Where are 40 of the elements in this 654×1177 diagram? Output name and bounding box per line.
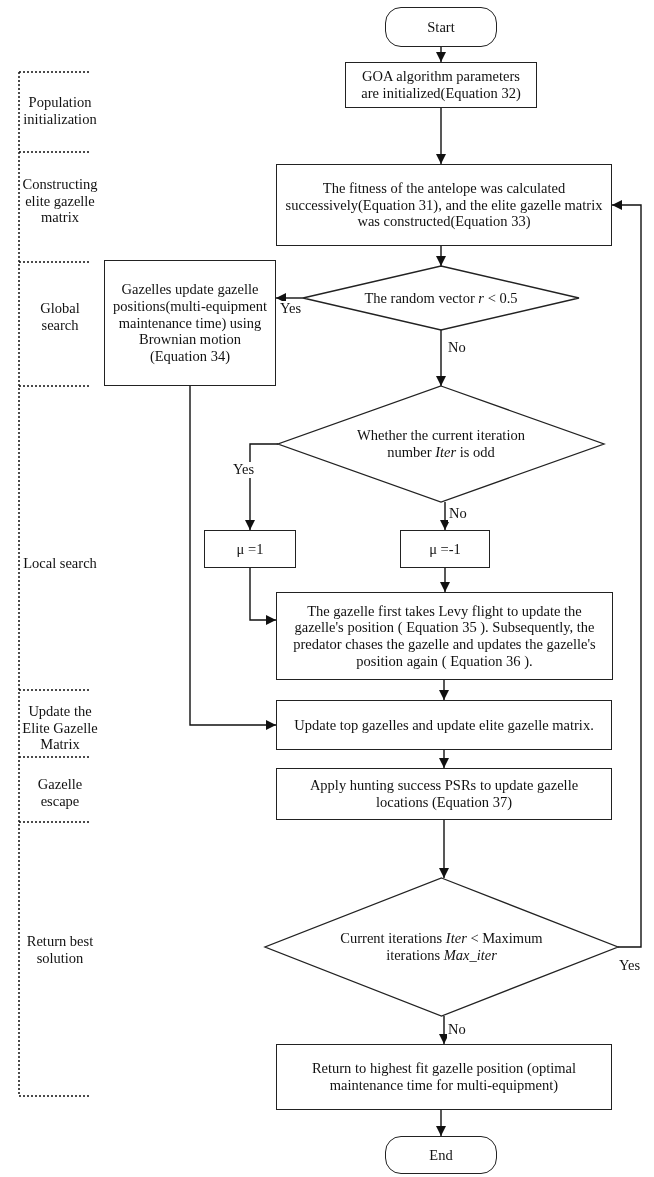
- arrow: [436, 245, 446, 267]
- arrow: [611, 200, 642, 948]
- stage-label: Update the Elite Gazelle Matrix: [21, 703, 99, 753]
- arrow: [245, 443, 279, 531]
- arrow: [436, 46, 446, 63]
- process-box: The gazelle first takes Levy flight to update the gazelle's position ( Equation 35 ). Subsequently, the predator chases the gazelle and updates the gazelle's position again ( Equation 36 ).: [276, 592, 613, 680]
- arrow: [249, 567, 277, 625]
- arrow: [436, 107, 446, 165]
- arrow: [439, 679, 449, 701]
- arrow: [440, 501, 450, 531]
- edge-label: No: [448, 506, 468, 522]
- decision-diamond: Current iterations Iter < Maximum iterations Max_iter: [265, 878, 618, 1016]
- process-box: μ =-1: [400, 530, 490, 568]
- arrow: [275, 293, 304, 303]
- process-box: Gazelles update gazelle positions(multi-equipment maintenance time) using Brownian motion (Equation 34): [104, 260, 276, 386]
- arrow: [436, 329, 446, 387]
- stage-label: Global search: [39, 300, 81, 334]
- process-box: The fitness of the antelope was calculated successively(Equation 31), and the elite gazelle matrix was constructed(Equation 33): [276, 164, 612, 246]
- edge-label: No: [447, 1022, 467, 1038]
- arrow: [439, 749, 449, 769]
- arrow: [440, 567, 450, 593]
- decision-diamond: The random vector r < 0.5: [303, 266, 579, 330]
- arrow: [439, 819, 449, 879]
- arrow: [189, 385, 277, 730]
- arrow: [439, 1015, 449, 1045]
- stage-label: Return best solution: [25, 933, 95, 967]
- stage-label: Population initialization: [22, 94, 98, 128]
- decision-diamond: Whether the current iteration number Iter is odd: [278, 386, 604, 502]
- terminal-box: Start: [385, 7, 497, 47]
- terminal-box: End: [385, 1136, 497, 1174]
- process-box: Return to highest fit gazelle position (optimal maintenance time for multi-equipment): [276, 1044, 612, 1110]
- arrow: [436, 1109, 446, 1137]
- process-box: Apply hunting success PSRs to update gazelle locations (Equation 37): [276, 768, 612, 820]
- stage-label: Local search: [22, 555, 98, 572]
- process-box: Update top gazelles and update elite gazelle matrix.: [276, 700, 612, 750]
- edge-label: Yes: [232, 462, 256, 478]
- stage-label: Gazelle escape: [36, 776, 84, 810]
- stage-label: Constructing elite gazelle matrix: [21, 176, 99, 226]
- process-box: GOA algorithm parameters are initialized(Equation 32): [345, 62, 537, 108]
- process-box: μ =1: [204, 530, 296, 568]
